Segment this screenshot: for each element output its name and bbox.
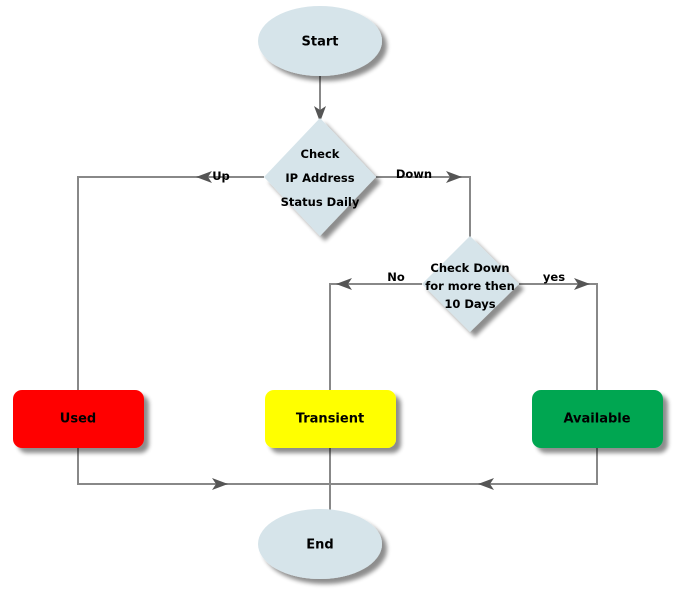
node-transient[interactable]: Transient <box>265 390 396 448</box>
transient-label: Transient <box>296 412 364 427</box>
check-down-label-line-2: for more then <box>425 279 515 293</box>
end-label: End <box>306 538 333 553</box>
transient-rect-shape <box>265 390 396 448</box>
check-ip-label-line-2: IP Address <box>285 171 354 185</box>
check-down-label-line-3: 10 Days <box>444 297 495 311</box>
node-start[interactable]: Start <box>258 6 382 76</box>
available-label: Available <box>563 412 630 427</box>
edge-used-to-end <box>77 448 320 490</box>
edge-check-ip-up-to-used <box>77 171 264 390</box>
check-down-diamond-shape <box>422 236 519 332</box>
edge-labels-layer: Up Down No yes <box>212 167 565 284</box>
edge-check-down-no-to-transient <box>329 278 422 390</box>
available-rect-shape <box>532 390 663 448</box>
node-available[interactable]: Available <box>532 390 663 448</box>
check-ip-diamond-shape <box>264 118 376 236</box>
check-down-label-line-1: Check Down <box>430 261 509 275</box>
edge-label-up: Up <box>212 169 230 183</box>
check-ip-label-line-3: Status Daily <box>281 195 360 209</box>
edge-available-to-end <box>320 448 598 490</box>
edge-label-down: Down <box>396 167 432 181</box>
connectors-layer <box>77 76 598 510</box>
node-end[interactable]: End <box>258 509 382 579</box>
check-ip-label-line-1: Check <box>301 147 340 161</box>
end-ellipse-shape <box>258 509 382 579</box>
start-label: Start <box>302 35 339 50</box>
used-rect-shape <box>13 390 144 448</box>
used-label: Used <box>60 412 96 427</box>
node-check-ip[interactable]: Check IP Address Status Daily <box>264 118 376 236</box>
start-ellipse-shape <box>258 6 382 76</box>
node-used[interactable]: Used <box>13 390 144 448</box>
node-check-down[interactable]: Check Down for more then 10 Days <box>422 236 519 332</box>
edge-label-yes: yes <box>543 270 565 284</box>
edge-label-no: No <box>387 270 405 284</box>
edge-check-down-yes-to-available <box>519 278 598 390</box>
edge-check-ip-down-to-check-down <box>376 171 471 240</box>
edge-start-to-check-ip <box>314 76 326 122</box>
